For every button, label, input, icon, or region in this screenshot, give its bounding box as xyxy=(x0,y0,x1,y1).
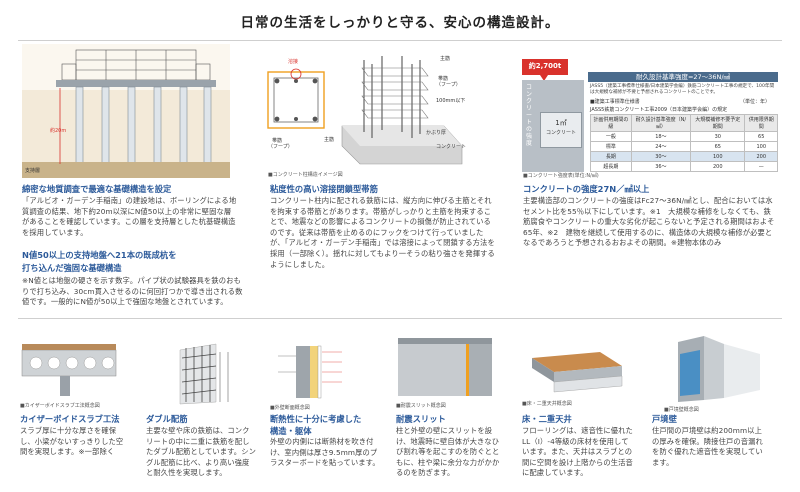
partition-wall-caption: ■戸境壁概念図 xyxy=(664,407,699,413)
foundation-pile-illustration: 約20m 支持層 xyxy=(22,44,230,178)
concrete-label: コンクリート xyxy=(436,144,466,150)
insulation-illustration xyxy=(278,345,342,399)
hoop-label: 帯筋（フープ） xyxy=(268,137,293,150)
main-bar-label: 主筋 xyxy=(324,136,334,143)
void-slab-body: スラブ厚に十分な厚さを確保し、小梁がないすっきりした空間を実現します。※一部除く xyxy=(20,426,124,457)
depth-label: 約20m xyxy=(50,127,66,134)
weld-body: コンクリート柱内に配される鉄筋には、縦方向に伸びる主筋とそれを拘束する帯筋とがあ… xyxy=(270,196,495,269)
partition-wall-illustration xyxy=(678,336,760,402)
double-rebar-heading: ダブル配筋 xyxy=(146,414,188,424)
page-title: 日常の生活をしっかりと守る、安心の構造設計。 xyxy=(240,15,560,31)
strength-bar: 耐久設計基準強度=27〜36N/㎟ xyxy=(588,72,778,82)
table-subtitle: JASS5鉄筋コンクリート工事2009（日本建築学会編）の規定 xyxy=(590,107,728,113)
insulation-heading-line1: 断熱性に十分に考慮した xyxy=(270,414,362,424)
seismic-slit-body: 柱と外壁の壁にスリットを設け、地震時に壁自体が大きなひび割れ等を起こすのを防ぐと… xyxy=(396,426,500,478)
cover-label: かぶり厚 xyxy=(426,129,446,136)
double-rebar-body: 主要な壁や床の鉄筋は、コンクリートの中に二重に鉄筋を配したダブル配筋としています… xyxy=(146,426,257,478)
strength-heading: コンクリートの強度27N／㎟以上 xyxy=(523,184,650,194)
void-slab-illustration xyxy=(21,344,117,396)
floor-ceiling-heading: 床・二重天井 xyxy=(522,414,572,424)
insulation-body: 外壁の内側には断熱材を吹き付け、室内側は厚さ9.5mm厚のプラスターボードを貼っ… xyxy=(270,437,380,468)
double-rebar-illustration xyxy=(179,343,229,405)
floor-ceiling-illustration xyxy=(532,352,623,393)
title-rule xyxy=(18,40,782,41)
rebar-caption: ■コンクリート柱構造イメージ図 xyxy=(268,172,343,178)
pile-body: ※N値とは地盤の硬さを示す数字。パイプ状の試験器具を鉄のおもりで打ち込み、30c… xyxy=(22,276,243,307)
seismic-slit-heading: 耐震スリット xyxy=(396,414,446,424)
seismic-slit-illustration xyxy=(398,338,492,396)
support-layer-label: 支持層 xyxy=(25,167,40,174)
void-slab-heading: カイザーボイドスラブ工法 xyxy=(20,414,120,424)
concrete-block: コンクリートの強度 1㎡ コンクリート xyxy=(522,80,584,172)
table-header-row: 計画供用期間の級 耐久設計基準強度（N/㎟） 大規模補修不要予定期間 供用限界期… xyxy=(590,114,778,132)
table-title: ■建築工事標準仕様書 xyxy=(590,99,640,105)
hoop-label-2: 帯筋（フープ） xyxy=(436,75,461,88)
partition-wall-body: 住戸間の戸境壁は約200mm以上の厚みを確保。隣接住戸の音漏れを防ぐ優れた遮音性… xyxy=(652,426,763,467)
weld-label: 溶接 xyxy=(288,58,298,65)
floor-ceiling-caption: ■床・二重天井概念図 xyxy=(522,401,572,407)
floor-ceiling-body: フローリングは、遮音性に優れたLL（Ⅰ）-4等級の床材を使用しています。また、天… xyxy=(522,426,633,478)
foundation-heading: 綿密な地質調査で最適な基礎構造を設定 xyxy=(22,184,172,194)
pile-heading-line1: N値50以上の支持地盤へ21本の既成杭を xyxy=(22,250,177,260)
insulation-heading-line2: 構造・躯体 xyxy=(270,426,312,436)
seismic-slit-caption: ■耐震スリット概念図 xyxy=(396,403,446,409)
strength-body: 主要構造部のコンクリートの強度はFc27〜36N/㎟とし、配合においては水セメン… xyxy=(523,196,775,248)
weld-heading: 粘度性の高い溶接閉鎖型帯筋 xyxy=(270,184,378,194)
main-bar-label-2: 主筋 xyxy=(440,55,450,62)
partition-wall-heading: 戸境壁 xyxy=(652,414,677,424)
weight-badge: 約2,700t xyxy=(522,59,568,81)
jass-note: JASS5（建築工事標準仕様書/日本建築学会編）鉄筋コンクリート工事の規定で、1… xyxy=(590,84,775,95)
section-rule xyxy=(18,318,782,319)
rebar-column-illustration: 溶接 主筋 帯筋（フープ） 主筋 帯筋（フープ） 100mm以下 かぶり厚 コン… xyxy=(267,55,466,165)
strength-caption: ■コンクリート強度表(単位:N/㎟) xyxy=(523,173,599,179)
foundation-body: 「アルビオ・ガーデン手稲南」の建設地は、ボーリングによる地質調査の結果、地下約2… xyxy=(22,196,237,237)
strength-table: 計画供用期間の級 耐久設計基準強度（N/㎟） 大規模補修不要予定期間 供用限界期… xyxy=(590,114,778,172)
insulation-caption: ■外壁断面概念図 xyxy=(270,405,310,411)
void-slab-caption: ■カイザーボイドスラブ工法概念図 xyxy=(20,403,100,409)
spacing-label: 100mm以下 xyxy=(436,98,465,104)
table-unit: （単位：年） xyxy=(740,99,771,105)
pile-heading-line2: 打ち込んだ強固な基礎構造 xyxy=(22,263,122,273)
